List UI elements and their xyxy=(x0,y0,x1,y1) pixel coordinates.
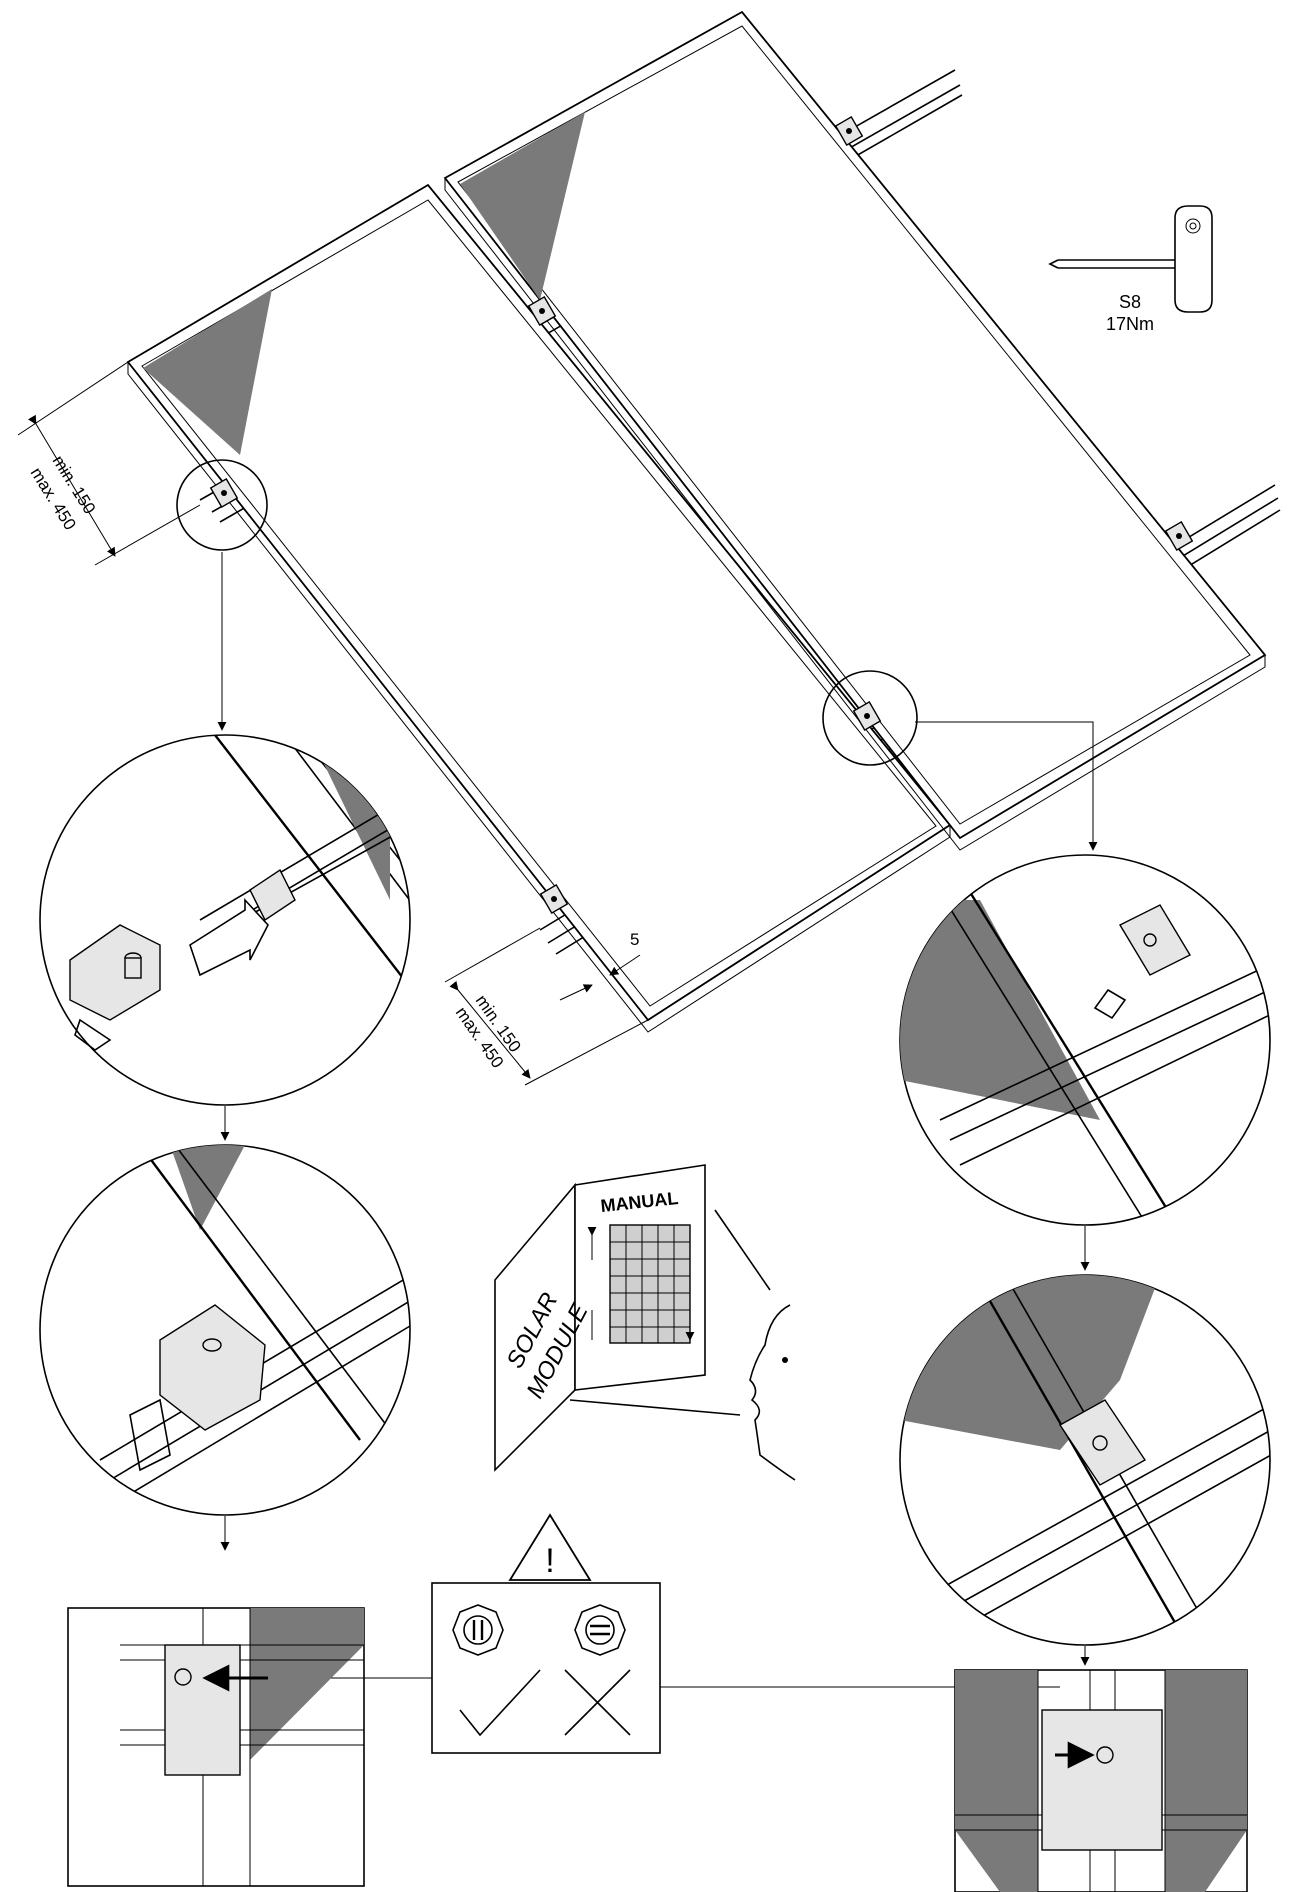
panel-array xyxy=(126,10,1281,1033)
bolt-head-icon xyxy=(174,1668,192,1686)
mid-clamp-top xyxy=(527,296,557,326)
cross-icon xyxy=(564,1669,631,1736)
end-clamp-bottom-left xyxy=(539,884,569,914)
detail-clamp-tightened xyxy=(899,1274,1271,1646)
end-clamp-top-left xyxy=(209,478,239,508)
clamp-top-view xyxy=(164,1644,241,1776)
face-profile-icon xyxy=(569,1209,796,1481)
clamp-top-view xyxy=(1041,1709,1163,1851)
bolt-head-icon xyxy=(1096,1746,1114,1764)
correct-screw-icon xyxy=(452,1604,504,1656)
solar-panel-right xyxy=(443,10,1267,851)
gap-label: 5 xyxy=(630,930,639,949)
end-clamp-bottom-right xyxy=(1164,521,1194,551)
detail-marker-left xyxy=(176,459,268,551)
warning-symbol: ! xyxy=(545,1542,554,1580)
end-clamp-top-right xyxy=(834,116,864,146)
solar-module-grid-icon xyxy=(609,1224,691,1344)
detail-marker-right xyxy=(822,670,918,766)
detail-box-right xyxy=(954,1669,1248,1892)
mid-clamp-bottom xyxy=(852,701,882,731)
detail-box-left xyxy=(67,1607,365,1887)
tool-size-label: S8 xyxy=(1119,292,1141,312)
detail-clamp-positioned xyxy=(39,1144,411,1516)
dimension-gap: 5 xyxy=(559,930,641,1001)
detail-insert-clamp xyxy=(39,734,411,1106)
screw-orientation-box xyxy=(431,1582,661,1754)
detail-mid-clamp xyxy=(899,854,1271,1226)
hex-allen-key-icon xyxy=(1048,205,1213,313)
t-bolt-clamp xyxy=(69,924,161,1051)
solar-panel-left xyxy=(126,183,952,1033)
insert-arrow-icon xyxy=(189,897,269,977)
checkmark-icon xyxy=(459,1669,541,1737)
tool-torque-label: 17Nm xyxy=(1106,314,1154,334)
warning-triangle-icon: ! xyxy=(508,1513,592,1581)
wrong-screw-icon xyxy=(574,1604,626,1656)
manual-booklet: MANUAL SOLAR MODULE xyxy=(494,1164,706,1472)
